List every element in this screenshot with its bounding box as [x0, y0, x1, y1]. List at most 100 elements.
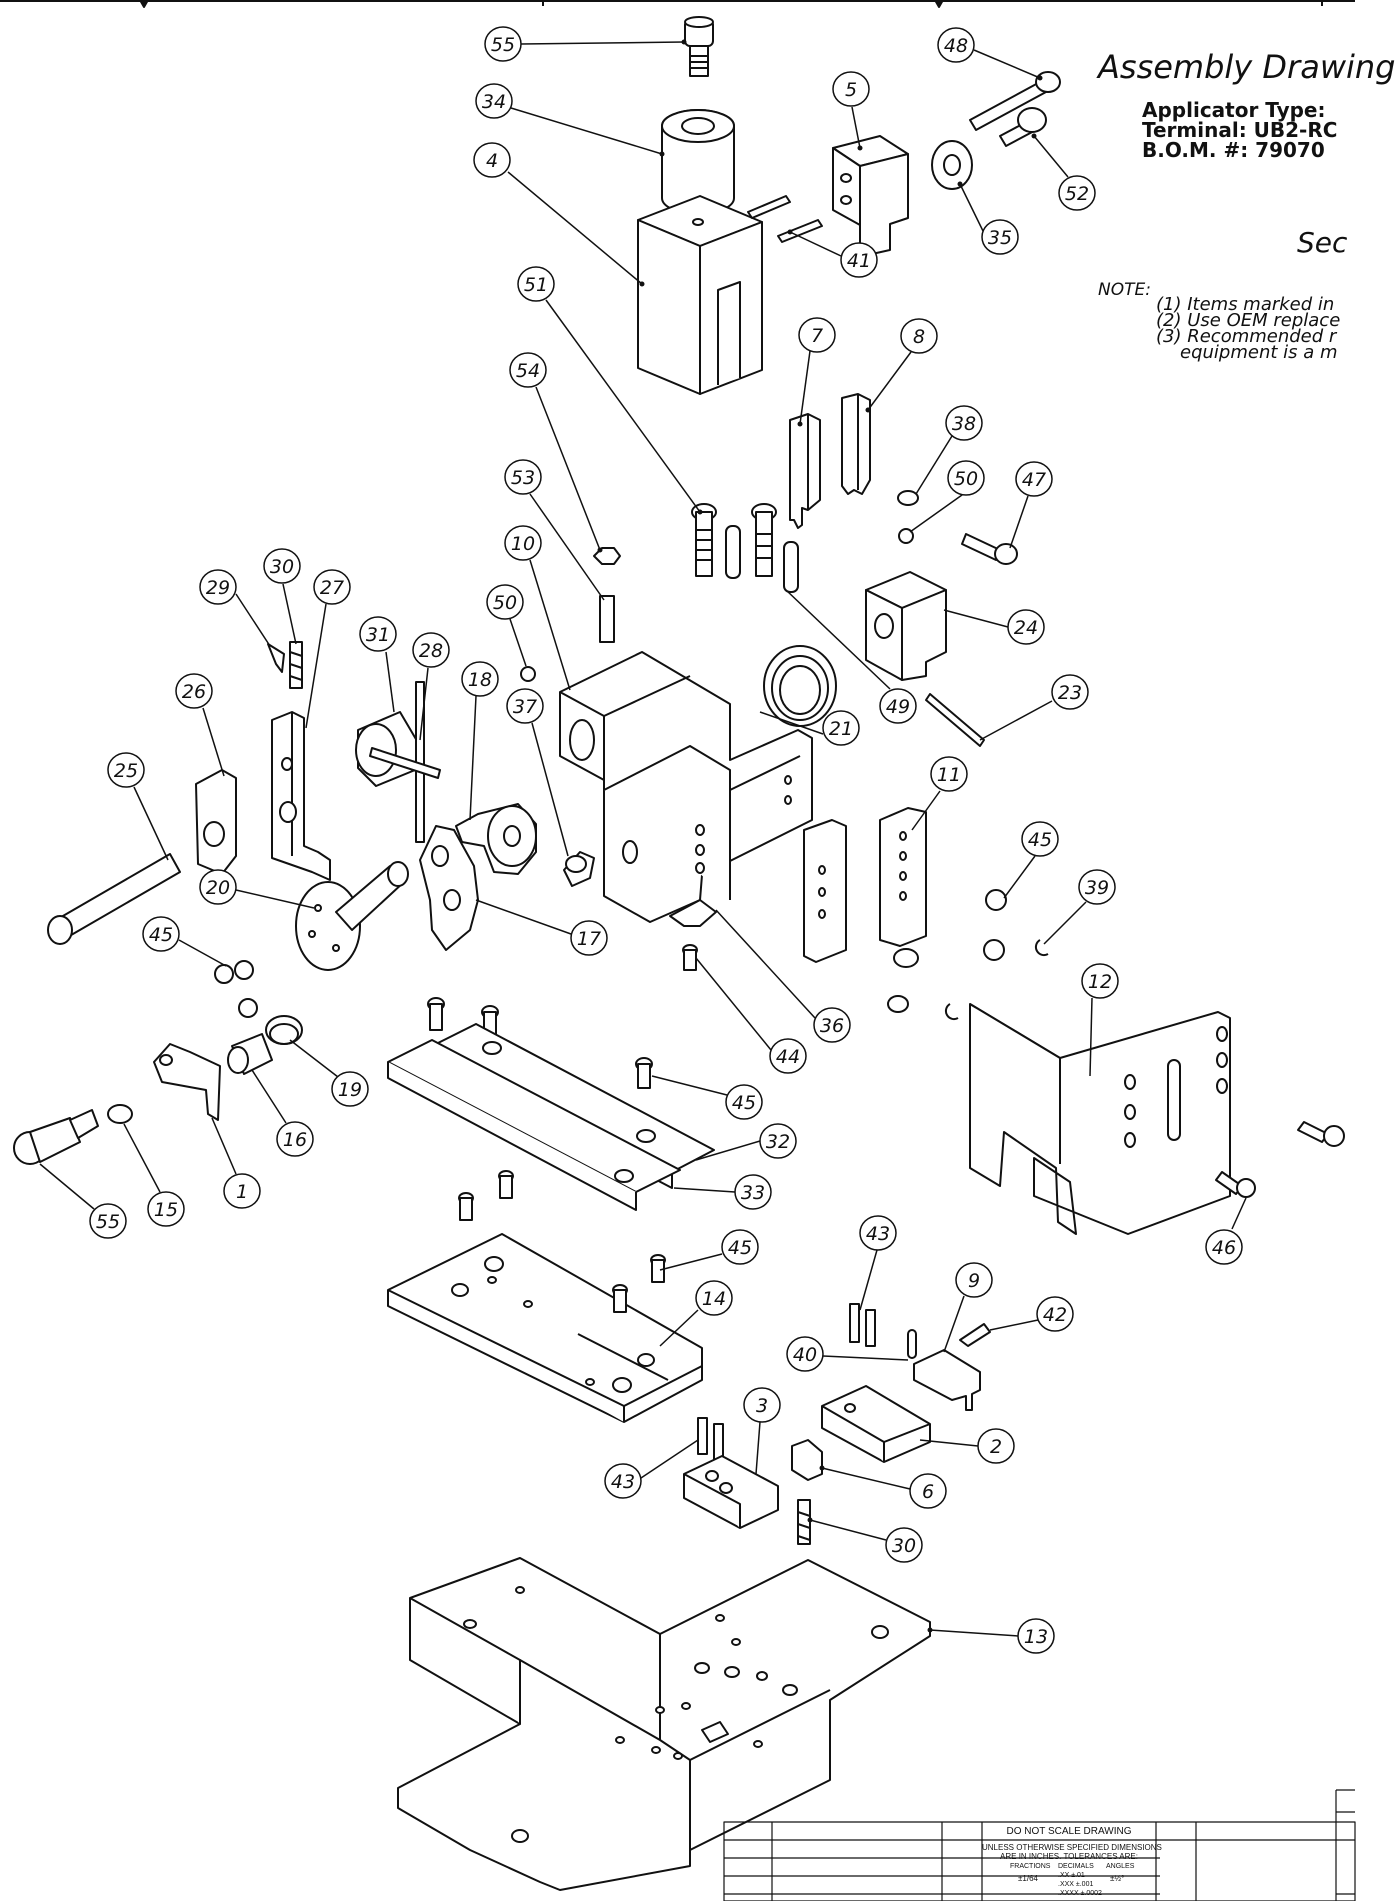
balloon-21: 21 — [822, 710, 860, 746]
balloon-label: 14 — [702, 1288, 726, 1310]
balloon-31: 31 — [359, 616, 397, 652]
balloon-circle — [473, 142, 511, 178]
balloon-label: 2 — [990, 1436, 1002, 1458]
balloon-circle — [1015, 461, 1053, 497]
balloon-28: 28 — [412, 632, 450, 668]
balloon-circle — [1058, 175, 1096, 211]
balloon-17: 17 — [570, 920, 608, 956]
balloon-label: 7 — [811, 325, 823, 347]
balloon-circle — [1051, 674, 1089, 710]
note-item-3: (3) Recommended r — [1156, 326, 1337, 347]
balloon-52: 52 — [1058, 175, 1096, 211]
note-item-1: (1) Items marked in — [1156, 294, 1335, 315]
decimal-tolerance-xxx: .XXX ±.001 — [1058, 1881, 1094, 1888]
balloon-circle — [461, 661, 499, 697]
balloon-label: 6 — [922, 1481, 934, 1503]
decimal-tolerance-xxxx: .XXXX ±.0002 — [1058, 1890, 1102, 1897]
balloon-circle — [813, 1007, 851, 1043]
part-45-screws-base — [458, 1170, 666, 1313]
balloon-circle — [822, 710, 860, 746]
balloon-label: 45 — [1028, 829, 1052, 851]
balloon-label: 27 — [320, 577, 344, 599]
part-44-screw — [682, 944, 698, 971]
part-43-screws — [697, 1303, 876, 1461]
part-18-cam-plate — [455, 803, 537, 875]
balloon-30: 30 — [885, 1527, 923, 1563]
balloon-circle — [89, 1203, 127, 1239]
balloon-circle — [1081, 963, 1119, 999]
title-block-grid — [723, 1789, 1356, 1901]
balloon-18: 18 — [461, 661, 499, 697]
balloon-label: 44 — [776, 1046, 800, 1068]
balloon-label: 28 — [419, 640, 443, 662]
balloon-circle — [695, 1280, 733, 1316]
balloon-1: 1 — [223, 1173, 261, 1209]
balloon-23: 23 — [1051, 674, 1089, 710]
balloon-53: 53 — [504, 459, 542, 495]
part-30-spring — [289, 641, 303, 689]
part-37-grease-fitting — [563, 851, 595, 887]
balloon-circle — [412, 632, 450, 668]
part-21-torsion-spring — [763, 645, 837, 727]
balloon-circle — [509, 352, 547, 388]
balloon-14: 14 — [695, 1280, 733, 1316]
balloon-circle — [734, 1174, 772, 1210]
balloon-35: 35 — [981, 219, 1019, 255]
balloon-42: 42 — [1036, 1296, 1074, 1332]
balloon-label: 17 — [577, 928, 601, 950]
part-20-flanged-shaft — [295, 861, 409, 971]
balloon-circle — [859, 1215, 897, 1251]
balloon-circle — [721, 1229, 759, 1265]
balloon-43: 43 — [604, 1463, 642, 1499]
part-9-block — [913, 1349, 981, 1411]
balloon-label: 12 — [1088, 971, 1112, 993]
part-55-shoulder-bolt — [684, 16, 714, 77]
part-1-latch — [153, 1043, 221, 1121]
balloon-circle — [1007, 609, 1045, 645]
balloon-circle — [475, 83, 513, 119]
balloon-label: 51 — [524, 274, 548, 296]
part-38-washer — [897, 490, 919, 506]
balloon-label: 9 — [968, 1270, 980, 1292]
balloon-13: 13 — [1017, 1618, 1055, 1654]
balloon-circle — [147, 1191, 185, 1227]
part-12-side-plate — [969, 1003, 1231, 1235]
balloon-label: 29 — [206, 577, 230, 599]
balloon-circle — [981, 219, 1019, 255]
balloon-49: 49 — [879, 688, 917, 724]
balloon-circle — [484, 26, 522, 62]
applicator-type: Applicator Type: — [1142, 98, 1326, 122]
balloon-10: 10 — [504, 525, 542, 561]
part-34-bushing — [661, 109, 735, 215]
balloon-41: 41 — [840, 242, 878, 278]
balloon-label: 38 — [952, 413, 976, 435]
balloon-label: 48 — [944, 35, 968, 57]
balloon-label: 35 — [988, 227, 1012, 249]
balloon-label: 43 — [866, 1223, 890, 1245]
balloon-circle — [517, 266, 555, 302]
balloon-circle — [504, 525, 542, 561]
balloon-label: 3 — [756, 1395, 768, 1417]
balloon-5: 5 — [832, 71, 870, 107]
part-26-plate — [195, 769, 237, 875]
part-45-screws-right — [635, 889, 1007, 1089]
balloon-label: 54 — [516, 360, 540, 382]
balloon-6: 6 — [909, 1473, 947, 1509]
balloon-46: 46 — [1205, 1229, 1243, 1265]
balloon-26: 26 — [175, 673, 213, 709]
balloon-label: 24 — [1014, 617, 1038, 639]
decimal-tolerance-xx: .XX ±.01 — [1058, 1872, 1085, 1879]
balloon-label: 15 — [154, 1199, 178, 1221]
balloon-50: 50 — [947, 460, 985, 496]
balloon-label: 11 — [937, 764, 961, 786]
part-25-shaft — [47, 853, 181, 945]
balloon-label: 23 — [1058, 682, 1082, 704]
balloon-19: 19 — [331, 1071, 369, 1107]
balloon-circle — [885, 1527, 923, 1563]
part-11-plate — [879, 807, 927, 947]
fraction-tolerance: ±1/64 — [1018, 1874, 1038, 1883]
part-46-screws — [1215, 1121, 1345, 1198]
part-55-shoulder-bolt-2 — [13, 1109, 99, 1165]
drawing-title: Assembly Drawing — [1098, 48, 1395, 86]
